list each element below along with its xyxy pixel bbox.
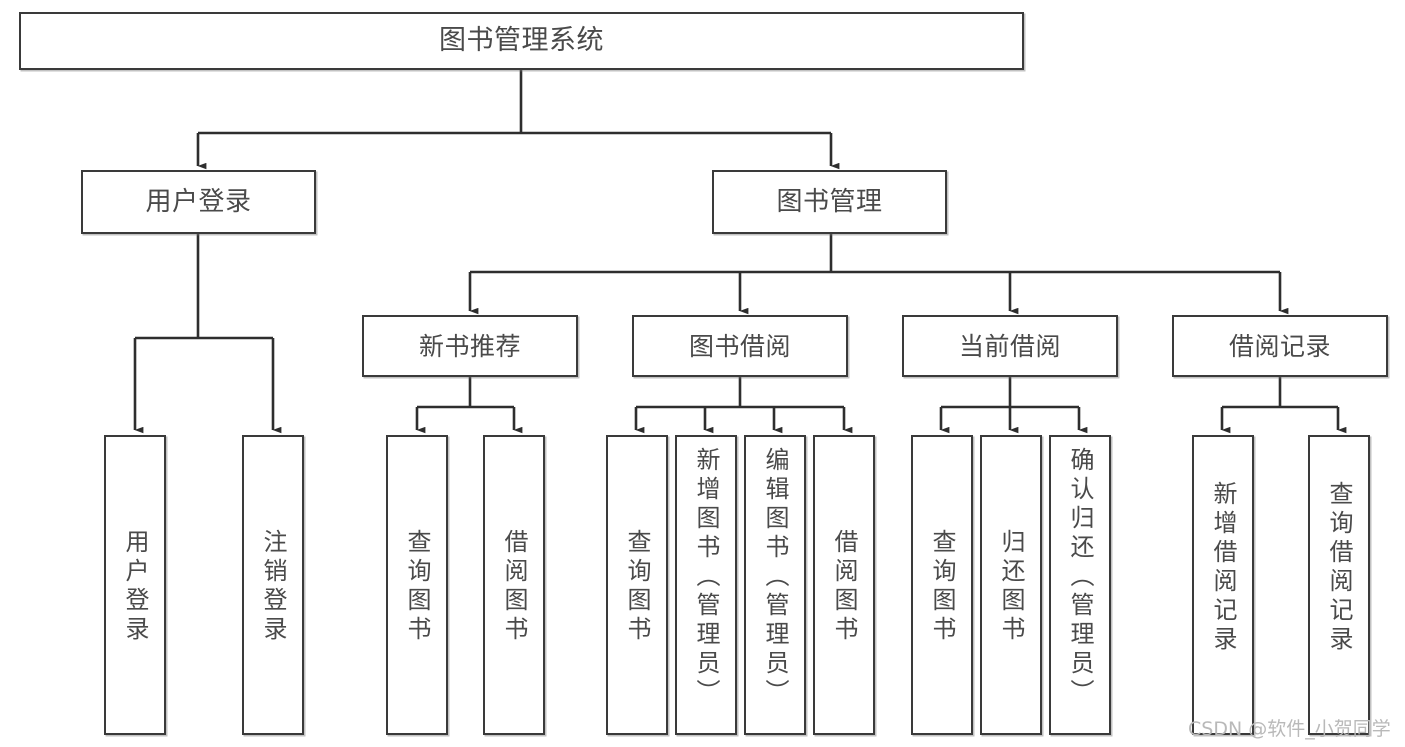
node-leaf-add-record-label: 新增借阅记录 xyxy=(1209,481,1237,655)
node-leaf-return-book[interactable]: 归还图书 xyxy=(980,435,1042,735)
node-borrow-record[interactable]: 借阅记录 xyxy=(1172,315,1388,377)
node-leaf-edit-book-label: 编辑图书（管理员） xyxy=(761,447,789,708)
node-leaf-logout-login-label: 注销登录 xyxy=(259,529,287,645)
node-leaf-borrow-book-2-label: 借阅图书 xyxy=(830,529,858,645)
node-leaf-query-record[interactable]: 查询借阅记录 xyxy=(1308,435,1370,735)
node-new-book-recommend[interactable]: 新书推荐 xyxy=(362,315,578,377)
node-borrow-record-label: 借阅记录 xyxy=(1228,331,1331,361)
node-leaf-query-book-1[interactable]: 查询图书 xyxy=(386,435,448,735)
node-leaf-borrow-book-1[interactable]: 借阅图书 xyxy=(483,435,545,735)
node-book-borrow[interactable]: 图书借阅 xyxy=(632,315,848,377)
node-book-borrow-label: 图书借阅 xyxy=(688,331,791,361)
node-leaf-logout-login[interactable]: 注销登录 xyxy=(242,435,304,735)
node-leaf-return-book-label: 归还图书 xyxy=(997,529,1025,645)
node-leaf-add-record[interactable]: 新增借阅记录 xyxy=(1192,435,1254,735)
node-leaf-user-login-label: 用户登录 xyxy=(121,529,149,645)
node-book-management[interactable]: 图书管理 xyxy=(712,170,947,234)
node-leaf-query-book-1-label: 查询图书 xyxy=(403,529,431,645)
node-leaf-edit-book[interactable]: 编辑图书（管理员） xyxy=(744,435,806,735)
node-leaf-user-login[interactable]: 用户登录 xyxy=(104,435,166,735)
node-leaf-query-record-label: 查询借阅记录 xyxy=(1325,481,1353,655)
node-leaf-borrow-book-1-label: 借阅图书 xyxy=(500,529,528,645)
node-leaf-query-book-3-label: 查询图书 xyxy=(928,529,956,645)
node-user-login-label: 用户登录 xyxy=(145,186,252,217)
node-leaf-add-book[interactable]: 新增图书（管理员） xyxy=(675,435,737,735)
node-leaf-borrow-book-2[interactable]: 借阅图书 xyxy=(813,435,875,735)
node-leaf-query-book-2[interactable]: 查询图书 xyxy=(606,435,668,735)
node-leaf-query-book-2-label: 查询图书 xyxy=(623,529,651,645)
node-leaf-query-book-3[interactable]: 查询图书 xyxy=(911,435,973,735)
node-current-borrow-label: 当前借阅 xyxy=(958,331,1061,361)
node-leaf-confirm-return[interactable]: 确认归还（管理员） xyxy=(1049,435,1111,735)
node-book-management-label: 图书管理 xyxy=(776,186,883,217)
node-current-borrow[interactable]: 当前借阅 xyxy=(902,315,1118,377)
node-leaf-confirm-return-label: 确认归还（管理员） xyxy=(1066,447,1094,708)
node-user-login[interactable]: 用户登录 xyxy=(81,170,316,234)
node-root[interactable]: 图书管理系统 xyxy=(19,12,1024,70)
node-new-book-recommend-label: 新书推荐 xyxy=(418,331,521,361)
node-leaf-add-book-label: 新增图书（管理员） xyxy=(692,447,720,708)
node-root-label: 图书管理系统 xyxy=(439,25,604,57)
